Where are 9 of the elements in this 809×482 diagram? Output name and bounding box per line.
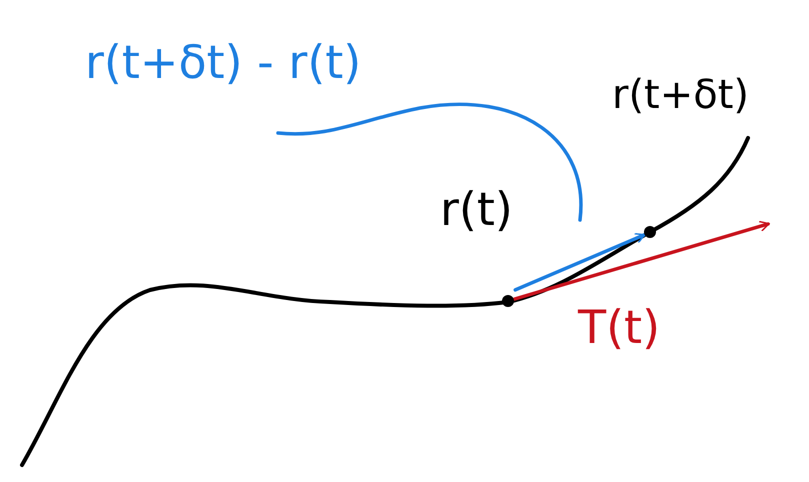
edge-label: T(t) <box>578 300 660 354</box>
point-label: r(t+δt) <box>612 72 750 118</box>
point-label: r(t) <box>440 182 513 236</box>
vector-label: r(t+δt) - r(t) <box>85 35 362 89</box>
point-dot <box>502 295 514 307</box>
arrow <box>514 232 646 292</box>
leader-line <box>276 102 583 222</box>
point-dot <box>644 226 656 238</box>
arrow <box>512 220 770 301</box>
